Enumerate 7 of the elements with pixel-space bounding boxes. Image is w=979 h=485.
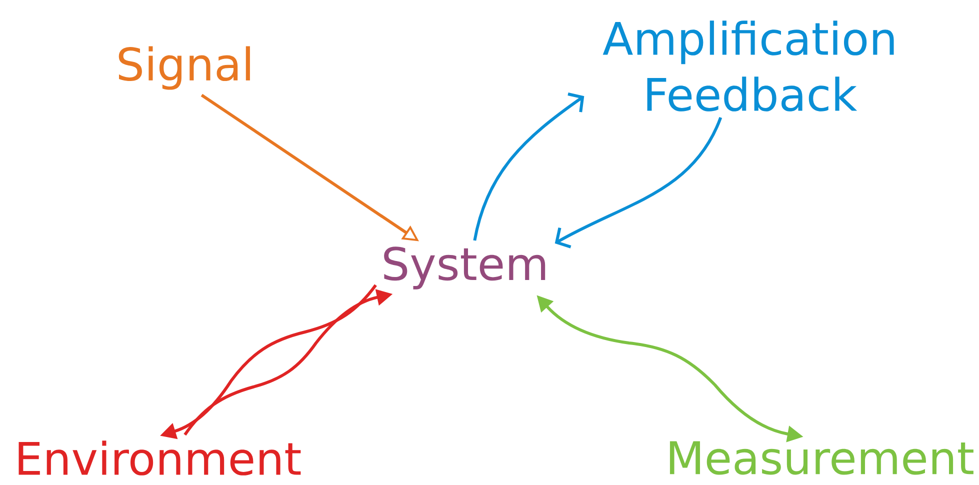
environment-label: Environment: [18, 440, 301, 476]
feedback-label: Amplification Feedback: [602, 20, 894, 112]
signal-label: Signal: [118, 46, 250, 90]
measurement-label: Measurement: [670, 441, 974, 475]
arrow: [473, 92, 584, 241]
arrow: [554, 116, 722, 248]
system-label: System: [384, 246, 546, 290]
